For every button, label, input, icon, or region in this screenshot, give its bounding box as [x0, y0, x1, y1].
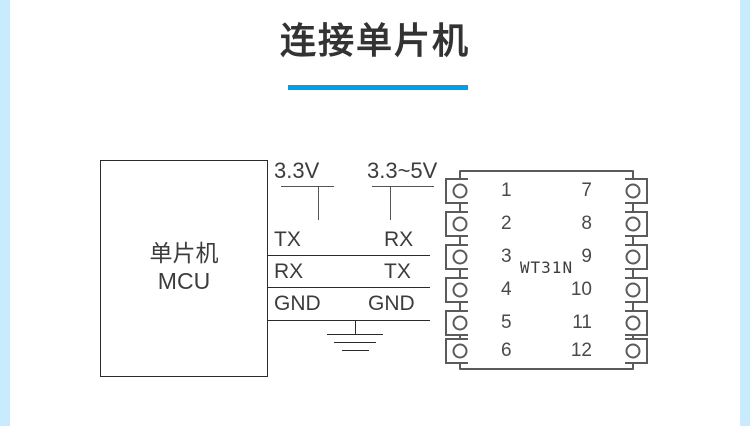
- pad-hole-icon: [452, 249, 468, 265]
- pad-10: [612, 277, 648, 303]
- ground-bar-3: [342, 350, 369, 351]
- pin-number-10: 10: [570, 279, 592, 300]
- pad-notch-icon: [612, 277, 625, 303]
- pad-3: [445, 244, 481, 270]
- pad-hole-icon: [625, 343, 641, 359]
- power-label-right: 3.3~5V: [367, 158, 438, 183]
- ground-bar-2: [334, 342, 376, 343]
- pin-number-9: 9: [581, 246, 592, 267]
- pin-number-2: 2: [501, 213, 512, 234]
- pad-6: [445, 338, 481, 364]
- power-left-tap-line: [281, 186, 334, 187]
- signal-label-module-tx: TX: [384, 260, 411, 283]
- pad-4: [445, 277, 481, 303]
- power-label-left: 3.3V: [274, 158, 320, 183]
- pad-hole-icon: [452, 315, 468, 331]
- pad-hole-icon: [625, 183, 641, 199]
- power-left-drop-line: [318, 186, 319, 220]
- chip-body-outline: [459, 170, 634, 370]
- right-edge-strip: [740, 0, 750, 426]
- signal-label-mcu-tx: TX: [274, 228, 301, 251]
- pad-hole-icon: [452, 216, 468, 232]
- pin-number-5: 5: [501, 312, 512, 333]
- signal-label-module-rx: RX: [384, 228, 414, 251]
- pad-hole-icon: [452, 282, 468, 298]
- left-edge-strip: [0, 0, 10, 426]
- power-right-tap-line: [372, 186, 434, 187]
- pad-1: [445, 178, 481, 204]
- pad-notch-icon: [468, 310, 481, 336]
- mcu-block: [100, 160, 268, 377]
- pad-hole-icon: [452, 343, 468, 359]
- page-title: 连接单片机: [279, 21, 470, 62]
- pad-hole-icon: [625, 282, 641, 298]
- signal-label-module-gnd: GND: [368, 292, 415, 315]
- pad-notch-icon: [612, 310, 625, 336]
- pad-notch-icon: [612, 244, 625, 270]
- wire-gnd-gnd: [268, 320, 430, 321]
- module-chip: 1 2 3 4 5 6 7 8 9 10 11 12 WT31N: [445, 170, 648, 370]
- pad-notch-icon: [468, 211, 481, 237]
- pad-hole-icon: [625, 315, 641, 331]
- pad-notch-icon: [468, 338, 481, 364]
- pad-notch-icon: [612, 178, 625, 204]
- pad-notch-icon: [612, 338, 625, 364]
- wire-tx-rx: [268, 255, 430, 256]
- pin-number-8: 8: [581, 213, 592, 234]
- pad-notch-icon: [468, 178, 481, 204]
- pad-12: [612, 338, 648, 364]
- pin-number-4: 4: [501, 279, 512, 300]
- wire-rx-tx: [268, 287, 430, 288]
- pin-number-3: 3: [501, 246, 512, 267]
- pad-11: [612, 310, 648, 336]
- mcu-label-english: MCU: [157, 268, 211, 294]
- pad-hole-icon: [452, 183, 468, 199]
- mcu-label-chinese: 单片机: [149, 241, 219, 267]
- title-underline-rule: [288, 85, 468, 90]
- pad-2: [445, 211, 481, 237]
- pad-9: [612, 244, 648, 270]
- power-right-drop-line: [390, 186, 391, 220]
- signal-label-mcu-rx: RX: [274, 260, 304, 283]
- pad-notch-icon: [612, 211, 625, 237]
- pin-number-11: 11: [572, 312, 592, 333]
- pad-hole-icon: [625, 249, 641, 265]
- signal-label-mcu-gnd: GND: [274, 292, 321, 315]
- pad-hole-icon: [625, 216, 641, 232]
- pin-number-12: 12: [570, 340, 592, 361]
- chip-part-number: WT31N: [519, 258, 574, 277]
- pin-number-7: 7: [581, 180, 592, 201]
- ground-bar-1: [327, 334, 383, 335]
- pad-notch-icon: [468, 244, 481, 270]
- pad-7: [612, 178, 648, 204]
- pin-number-6: 6: [501, 340, 512, 361]
- ground-stem: [355, 320, 356, 334]
- pad-8: [612, 211, 648, 237]
- pad-notch-icon: [468, 277, 481, 303]
- pad-5: [445, 310, 481, 336]
- pin-number-1: 1: [501, 180, 512, 201]
